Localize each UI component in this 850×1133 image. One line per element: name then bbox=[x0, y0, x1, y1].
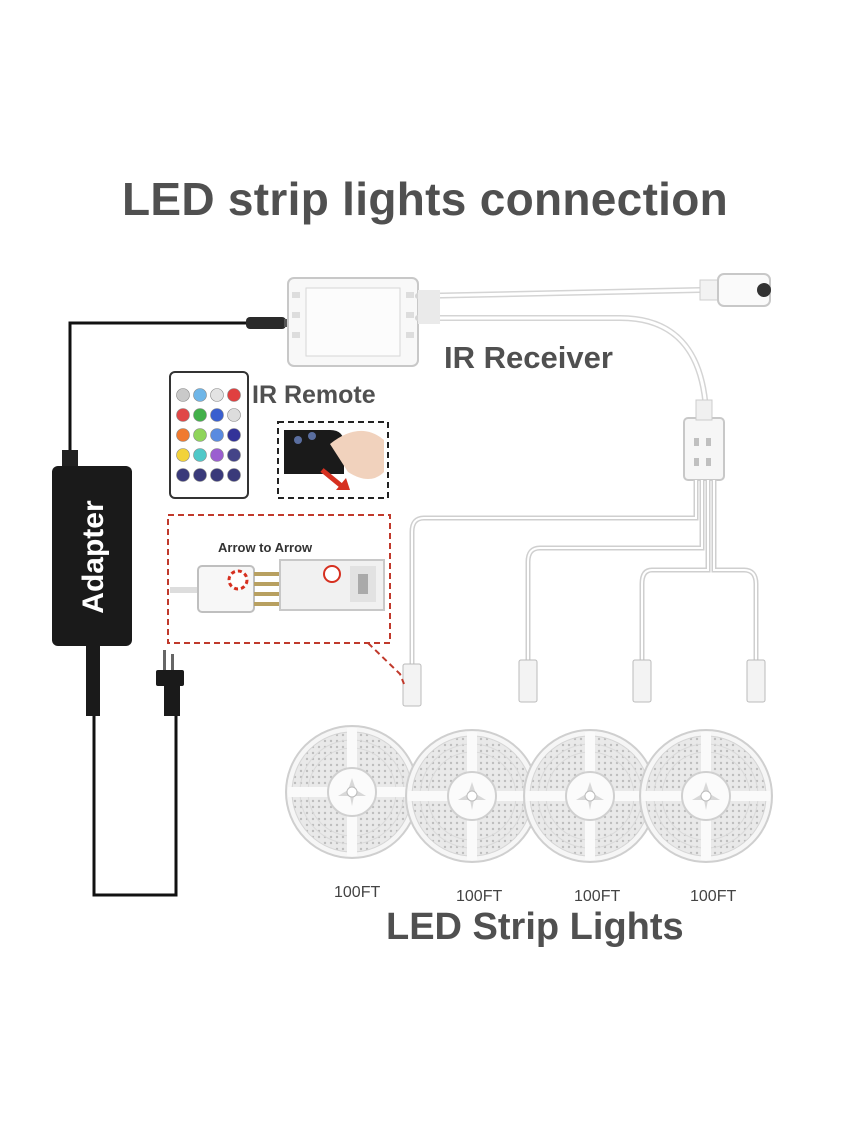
remote-button bbox=[227, 428, 241, 442]
remote-button bbox=[193, 428, 207, 442]
remote-button bbox=[176, 468, 190, 482]
ir-receiver-label: IR Receiver bbox=[444, 340, 613, 375]
remote-button bbox=[193, 408, 207, 422]
reel-length-label: 100FT bbox=[456, 888, 503, 905]
remote-buttons bbox=[176, 388, 241, 482]
remote-button bbox=[176, 408, 190, 422]
reel-length-label: 100FT bbox=[574, 888, 621, 905]
page-title: LED strip lights connection bbox=[121, 173, 729, 225]
dc-connector bbox=[699, 273, 771, 307]
remote-button bbox=[193, 468, 207, 482]
adapter bbox=[52, 450, 132, 716]
remote-button bbox=[227, 468, 241, 482]
remote-button bbox=[193, 448, 207, 462]
remote-button bbox=[210, 408, 224, 422]
remote-button bbox=[227, 408, 241, 422]
wall-plug-icon bbox=[156, 650, 184, 716]
splitter bbox=[683, 399, 725, 481]
remote-button bbox=[227, 388, 241, 402]
remote-button bbox=[210, 428, 224, 442]
battery-inset bbox=[277, 421, 389, 499]
ir-remote-label: IR Remote bbox=[252, 381, 376, 409]
remote-button bbox=[176, 428, 190, 442]
arrow-to-arrow-label: Arrow to Arrow bbox=[218, 540, 313, 555]
arrow-inset bbox=[167, 514, 405, 685]
reel-length-label: 100FT bbox=[334, 884, 381, 901]
remote-button bbox=[210, 468, 224, 482]
adapter-label: Adapter bbox=[77, 500, 110, 614]
strip-connectors bbox=[402, 659, 766, 707]
led-strip-lights-label: LED Strip Lights bbox=[386, 906, 684, 948]
strip-cables bbox=[409, 480, 759, 670]
remote-button bbox=[210, 388, 224, 402]
reel-length-label: 100FT bbox=[690, 888, 737, 905]
remote-button bbox=[227, 448, 241, 462]
remote-button bbox=[193, 388, 207, 402]
remote-button bbox=[176, 388, 190, 402]
remote-button bbox=[210, 448, 224, 462]
ir-remote bbox=[169, 371, 249, 499]
led-reels bbox=[285, 725, 773, 863]
ir-receiver bbox=[287, 277, 419, 367]
remote-button bbox=[176, 448, 190, 462]
